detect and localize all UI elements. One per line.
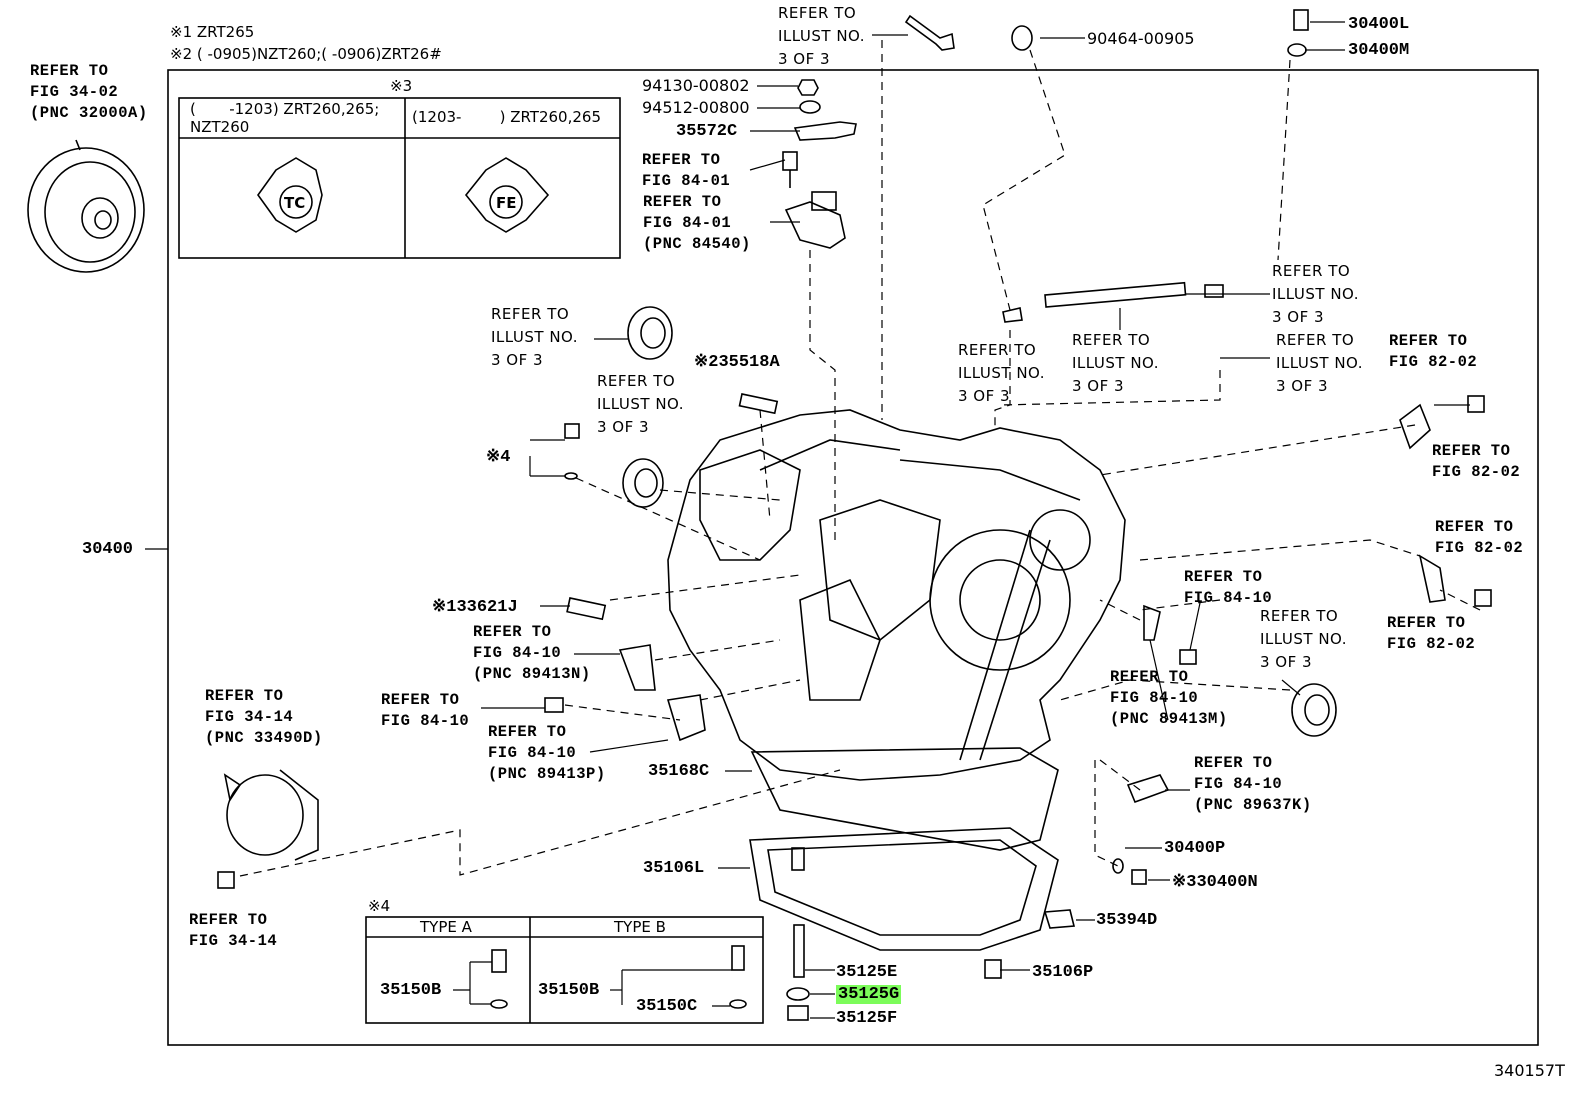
bolt-icons	[217, 9, 1492, 1021]
ref-illust-top: REFER TO ILLUST NO. 3 OF 3	[778, 4, 866, 68]
torque-converter-icon	[27, 139, 145, 273]
ref-illust-seal2: REFER TO ILLUST NO. 3 OF 3	[597, 372, 685, 436]
note-1: ※1 ZRT265	[170, 23, 255, 41]
pan-gasket-icon	[750, 747, 1059, 851]
part-90464-00905: 90464-00905	[1087, 29, 1195, 48]
ref-illust-shaft-right1: REFER TO ILLUST NO. 3 OF 3	[1272, 262, 1360, 326]
ref-fig84-01b: REFER TO FIG 84-01 (PNC 84540)	[643, 193, 751, 253]
main-frame	[167, 69, 1539, 1046]
part-35106L: 35106L	[643, 859, 705, 878]
highlight-35125G: 35125G	[836, 985, 902, 1004]
part-35518A: ※235518A	[694, 353, 780, 372]
ref-fig84-10-bolt: REFER TO FIG 84-10	[381, 691, 470, 730]
ref-illust-shaft-right2: REFER TO ILLUST NO. 3 OF 3	[1276, 331, 1364, 395]
transmission-case-icon	[667, 409, 1126, 781]
ref-illust-shaft-mid: REFER TO ILLUST NO. 3 OF 3	[1072, 331, 1160, 395]
variant-col1-mark: TC	[284, 194, 306, 212]
variant-col2-header: (1203- ) ZRT260,265	[412, 108, 602, 126]
part-30400: 30400	[82, 540, 134, 559]
ref-fig34-14: REFER TO FIG 34-14	[189, 911, 278, 950]
type-table-box	[365, 916, 764, 1024]
oil-pan-icon	[749, 827, 1059, 951]
type-b-header: TYPE B	[614, 918, 666, 936]
part-30400N: ※330400N	[1172, 873, 1258, 892]
ref-fig82-02b: REFER TO FIG 82-02	[1432, 442, 1521, 481]
ref-fig82-02c: REFER TO FIG 82-02	[1435, 518, 1524, 557]
part-35150B-a: 35150B	[380, 981, 442, 1000]
part-30400P: 30400P	[1164, 839, 1226, 858]
part-35125E: 35125E	[836, 963, 898, 982]
ref-illust-shaft-left: REFER TO ILLUST NO. 3 OF 3	[958, 341, 1046, 405]
ref-fig34-14-pnc: REFER TO FIG 34-14 (PNC 33490D)	[205, 687, 323, 747]
ref-illust-right: REFER TO ILLUST NO. 3 OF 3	[1260, 607, 1348, 671]
part-35125F: 35125F	[836, 1009, 898, 1028]
diagram-id: 340157T	[1494, 1061, 1565, 1080]
ref-fig34-02: REFER TO FIG 34-02 (PNC 32000A)	[30, 62, 148, 122]
ref-illust-seal1: REFER TO ILLUST NO. 3 OF 3	[491, 305, 579, 369]
ref-fig84-10-89637K: REFER TO FIG 84-10 (PNC 89637K)	[1194, 754, 1312, 814]
note-4-mark: ※4	[368, 897, 391, 915]
ref-fig82-02d: REFER TO FIG 82-02	[1387, 614, 1476, 653]
ref-fig84-10-89413M: REFER TO FIG 84-10 (PNC 89413M)	[1110, 668, 1228, 728]
note-3-mark: ※3	[390, 77, 413, 95]
dashed-guides	[239, 40, 1481, 877]
fe-plug-icon	[464, 157, 550, 233]
ref-fig84-10-89413P: REFER TO FIG 84-10 (PNC 89413P)	[488, 723, 606, 783]
ref-fig82-02a: REFER TO FIG 82-02	[1389, 332, 1478, 371]
part-35150B-b: 35150B	[538, 981, 600, 1000]
oil-seal-left-icon	[622, 458, 664, 508]
part-30400L: 30400L	[1348, 15, 1410, 34]
note-2: ※2 ( -0905)NZT260;( -0906)ZRT26#	[170, 45, 442, 63]
type-a-header: TYPE A	[420, 918, 472, 936]
part-35106P: 35106P	[1032, 963, 1094, 982]
note-4-callout: ※4	[486, 448, 511, 467]
part-94130-00802: 94130-00802	[642, 76, 750, 95]
part-33621J: ※133621J	[432, 598, 518, 617]
part-35125G: 35125G	[836, 984, 902, 1005]
part-94512-00800: 94512-00800	[642, 98, 750, 117]
variant-col1-header: ( -1203) ZRT260,265; NZT260	[190, 100, 380, 136]
part-35168C: 35168C	[648, 762, 710, 781]
leader-lines	[145, 21, 1470, 1019]
oil-pump-icon	[223, 769, 319, 861]
part-35572C: 35572C	[676, 122, 738, 141]
tc-plug-icon	[257, 157, 323, 233]
oil-seal-right-icon	[1291, 683, 1337, 737]
variant-col2-mark: FE	[496, 194, 517, 212]
ref-fig84-01a: REFER TO FIG 84-01	[642, 151, 731, 190]
part-35150C: 35150C	[636, 997, 698, 1016]
ref-fig84-10-89413N: REFER TO FIG 84-10 (PNC 89413N)	[473, 623, 591, 683]
ref-fig84-10a: REFER TO FIG 84-10	[1184, 568, 1273, 607]
variant-table-box	[178, 97, 621, 259]
part-30400M: 30400M	[1348, 41, 1410, 60]
part-35394D: 35394D	[1096, 911, 1158, 930]
oil-seal-top-icon	[627, 306, 673, 360]
shift-shaft-icon	[1002, 281, 1224, 323]
